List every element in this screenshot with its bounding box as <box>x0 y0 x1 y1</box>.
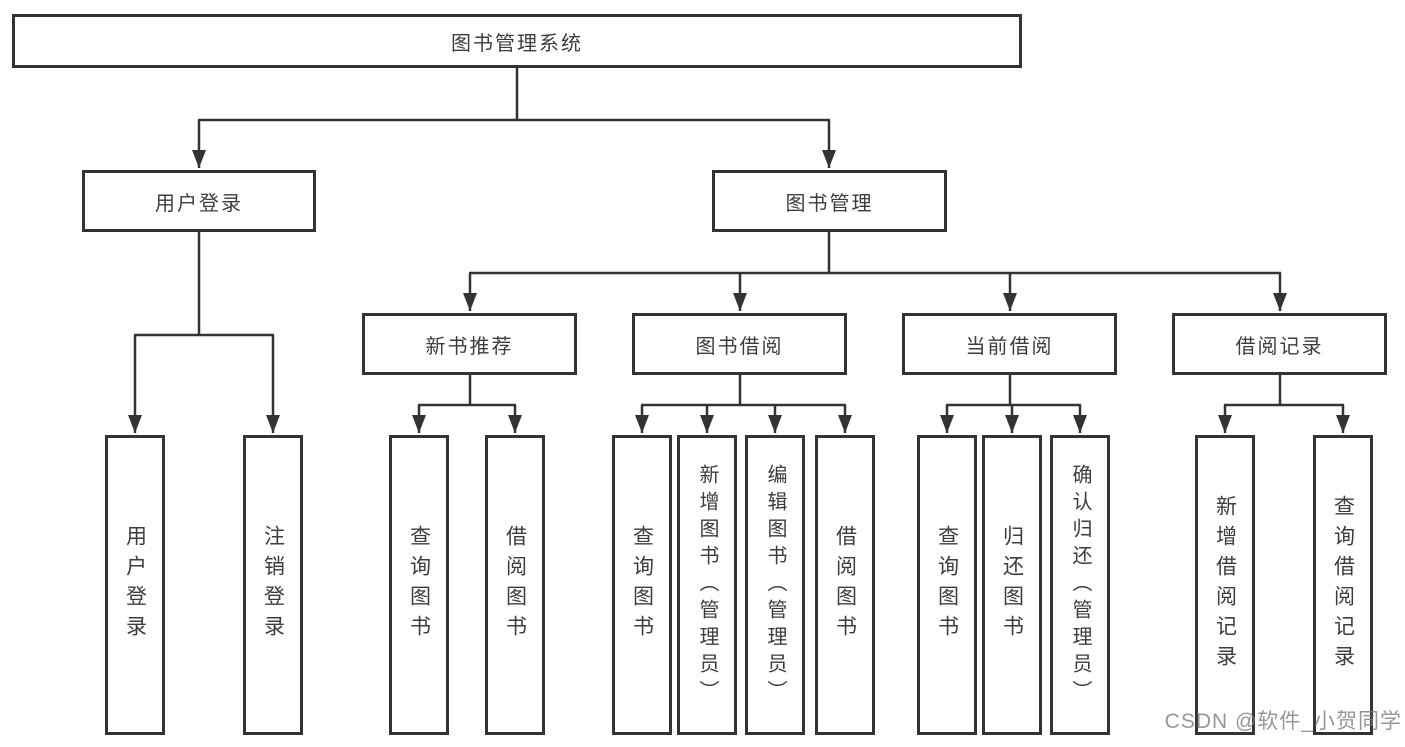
leaf-return-books: 归还图书 <box>982 435 1042 735</box>
leaf-add-book-admin: 新增图书（管理员） <box>677 435 737 735</box>
leaf-confirm-return-admin: 确认归还（管理员） <box>1050 435 1110 735</box>
leaf-label: 借阅图书 <box>833 525 857 645</box>
leaf-label: 确认归还（管理员） <box>1069 463 1091 707</box>
connector-current-borrow-to-leaves <box>940 375 1087 433</box>
node-book-management: 图书管理 <box>712 170 947 232</box>
leaf-query-books-1: 查询图书 <box>389 435 449 735</box>
connector-user-login-to-leaves <box>128 232 280 433</box>
leaf-add-borrow-record: 新增借阅记录 <box>1195 435 1255 735</box>
leaf-label: 归还图书 <box>1000 525 1024 645</box>
leaf-label: 查询图书 <box>630 525 654 645</box>
leaf-query-borrow-record: 查询借阅记录 <box>1313 435 1373 735</box>
csdn-watermark: CSDN @软件_小贺同学 <box>1164 710 1402 733</box>
leaf-logout: 注销登录 <box>243 435 303 735</box>
connector-book-borrow-to-leaves <box>635 375 852 433</box>
connector-new-book-rec-to-leaves <box>412 375 522 433</box>
leaf-label: 新增图书（管理员） <box>696 463 718 707</box>
leaf-query-books-2: 查询图书 <box>612 435 672 735</box>
leaf-label: 用户登录 <box>123 525 147 645</box>
leaf-label: 编辑图书（管理员） <box>764 463 786 707</box>
connector-book-mgmt-to-level3 <box>463 232 1287 311</box>
node-current-borrowing: 当前借阅 <box>902 313 1117 375</box>
leaf-label: 查询图书 <box>407 525 431 645</box>
leaf-label: 借阅图书 <box>503 525 527 645</box>
leaf-user-login: 用户登录 <box>105 435 165 735</box>
node-book-borrowing: 图书借阅 <box>632 313 847 375</box>
node-new-book-recommend: 新书推荐 <box>362 313 577 375</box>
node-root-library-system: 图书管理系统 <box>12 14 1022 68</box>
leaf-label: 查询借阅记录 <box>1331 495 1355 675</box>
leaf-query-books-3: 查询图书 <box>917 435 977 735</box>
node-user-login: 用户登录 <box>82 170 316 232</box>
leaf-label: 新增借阅记录 <box>1213 495 1237 675</box>
leaf-borrow-books-2: 借阅图书 <box>815 435 875 735</box>
leaf-borrow-books-1: 借阅图书 <box>485 435 545 735</box>
leaf-label: 查询图书 <box>935 525 959 645</box>
connector-root-to-level2 <box>192 68 836 168</box>
leaf-label: 注销登录 <box>261 525 285 645</box>
connector-borrow-records-to-leaves <box>1218 375 1350 433</box>
node-borrowing-records: 借阅记录 <box>1172 313 1387 375</box>
leaf-edit-book-admin: 编辑图书（管理员） <box>745 435 805 735</box>
